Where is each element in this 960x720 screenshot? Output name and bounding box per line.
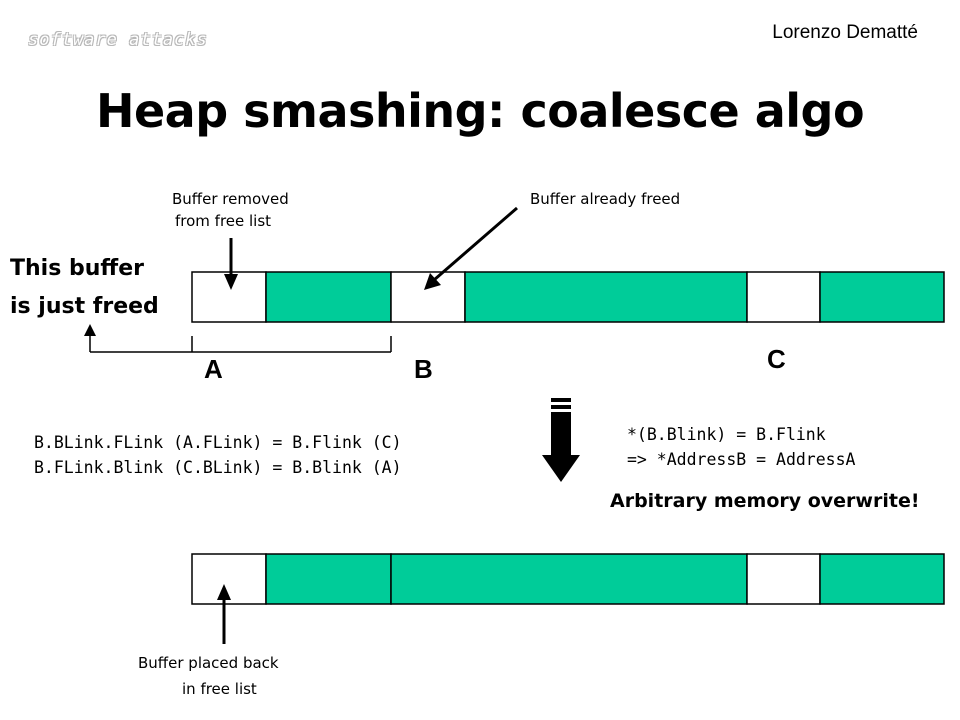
label-just-freed: This buffer is just freed — [10, 250, 159, 326]
bracket-arrowhead — [84, 324, 96, 336]
page-title: Heap smashing: coalesce algo — [95, 84, 865, 138]
buffer-c-free — [746, 271, 821, 323]
label-placed-back-1: Buffer placed back — [138, 654, 279, 672]
heap-row-before — [191, 271, 945, 323]
label-buffer-already-freed: Buffer already freed — [530, 190, 681, 208]
code-left-line1: B.BLink.FLink (A.FLink) = B.Flink (C) — [34, 433, 402, 452]
header-tag: software attacks — [28, 30, 208, 50]
label-c: C — [767, 344, 786, 374]
code-left: B.BLink.FLink (A.FLink) = B.Flink (C) B.F… — [34, 430, 402, 480]
buffer-a-free — [191, 271, 267, 323]
label-b: B — [414, 354, 433, 384]
buffer-allocated — [265, 553, 392, 605]
heap-row-after — [191, 553, 945, 605]
label-just-freed-line1: This buffer — [10, 256, 144, 281]
label-buffer-removed-1: Buffer removed — [172, 190, 289, 208]
buffer-allocated — [265, 271, 392, 323]
buffer-allocated — [819, 553, 945, 605]
bracket-just-freed — [89, 334, 392, 353]
buffer-allocated — [464, 271, 748, 323]
label-buffer-removed-2: from free list — [175, 212, 272, 230]
buffer-coalesced — [390, 553, 748, 605]
code-left-line2: B.FLink.Blink (C.BLink) = B.Blink (A) — [34, 458, 402, 477]
code-right-line1: *(B.Blink) = B.Flink — [627, 425, 826, 444]
arrow-placed-back — [217, 584, 231, 644]
code-right: *(B.Blink) = B.Flink => *AddressB = Addre… — [627, 422, 855, 472]
author-name: Lorenzo Dematté — [772, 22, 918, 43]
label-a: A — [204, 354, 223, 384]
down-arrow-icon — [542, 398, 580, 482]
label-placed-back-2: in free list — [182, 680, 257, 698]
label-just-freed-line2: is just freed — [10, 294, 159, 319]
arrow-buffer-already-freed — [424, 206, 518, 290]
code-right-line2: => *AddressB = AddressA — [627, 450, 856, 469]
arrow-buffer-removed — [224, 238, 238, 290]
conclusion-text: Arbitrary memory overwrite! — [610, 490, 920, 512]
buffer-allocated — [819, 271, 945, 323]
buffer-c-free — [746, 553, 821, 605]
